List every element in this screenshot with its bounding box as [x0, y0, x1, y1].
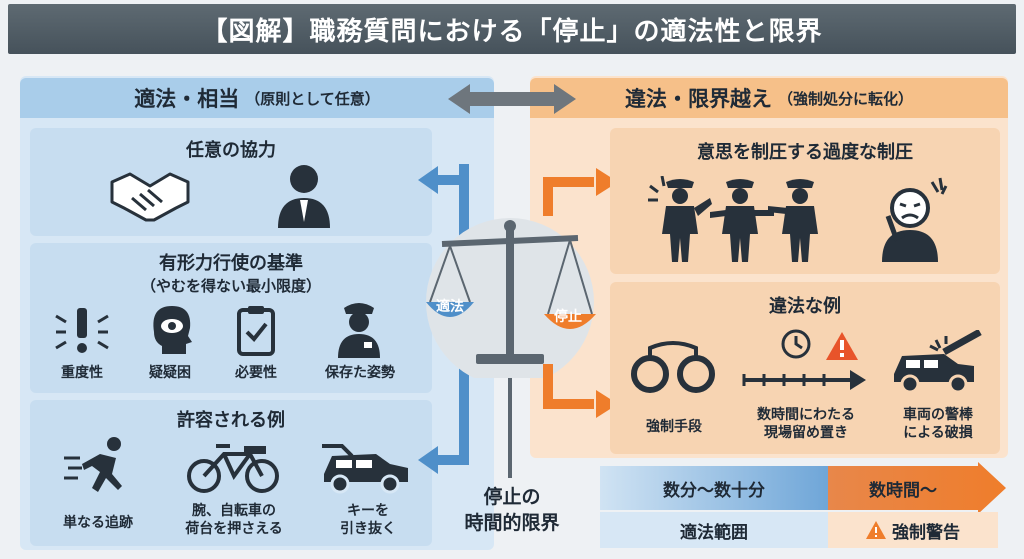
exclamation-icon	[55, 308, 109, 353]
timeline-legal-range: 適法範囲	[600, 512, 828, 548]
handshake-icon	[110, 172, 190, 222]
time-limit-label: 停止の 時間的限界	[464, 486, 560, 534]
voluntary-box: 任意の協力	[30, 128, 432, 236]
center-divider	[508, 378, 512, 478]
page-title: 【図解】職務質問における「停止」の適法性と限界	[201, 16, 823, 47]
officers-restraining-icon	[648, 176, 818, 262]
criterion-stance: 保存た姿勢	[325, 365, 395, 381]
excessive-force-title: 意思を制圧する過度な制圧	[697, 142, 913, 163]
double-arrow-icon	[448, 84, 576, 114]
title-bar: 【図解】職務質問における「停止」の適法性と限界	[8, 4, 1016, 54]
clipboard-check-icon	[237, 306, 275, 356]
running-person-icon	[64, 437, 122, 492]
timeline-illegal-segment: 数時間〜	[828, 466, 978, 510]
illegal-example-detention: 数時間にわたる 現場留め置き	[757, 407, 855, 441]
illegal-example-force: 強制手段	[646, 419, 702, 435]
person-icon	[278, 165, 330, 228]
legal-header: 適法・相当 （原則として任意）	[20, 78, 494, 118]
handcuffs-icon	[631, 341, 715, 393]
illegal-header-text: 違法・限界越え	[624, 87, 772, 111]
force-subtitle: （やむを得ない最小限度）	[140, 277, 321, 295]
voluntary-title: 任意の協力	[186, 140, 276, 161]
force-title: 有形力行使の基準	[159, 253, 303, 274]
damaged-car-icon	[894, 330, 982, 394]
warning-icon	[866, 521, 886, 539]
timeline-illegal-duration: 数時間〜	[869, 480, 937, 501]
example-pull-key: キーを 引き抜く	[340, 503, 396, 537]
scale-of-justice-icon	[426, 218, 596, 378]
example-chase: 単なる追跡	[63, 515, 133, 531]
timeline-warning-label: 強制警告	[892, 522, 960, 543]
criterion-necessity: 必要性	[235, 365, 277, 381]
timeline-legal-segment: 数分〜数十分	[600, 466, 828, 510]
criterion-suspicion: 疑疑困	[149, 365, 191, 381]
scale-right-label: 停止	[554, 309, 582, 325]
illegal-header-note: （強制処分に転化）	[777, 89, 913, 108]
example-hold-bicycle: 腕、自転車の 荷台を押さえる	[185, 503, 283, 537]
legal-header-text: 適法・相当	[134, 87, 240, 111]
car-key-icon	[322, 444, 408, 494]
legal-header-note: （原則として任意）	[245, 89, 380, 108]
orange-arrows	[543, 168, 618, 418]
police-officer-icon	[338, 303, 380, 358]
timeline-illegal-arrow	[828, 462, 1006, 514]
timeline-legal-range-label: 適法範囲	[680, 522, 748, 543]
head-eye-icon	[153, 306, 192, 354]
illegal-header: 違法・限界越え （強制処分に転化）	[530, 78, 1008, 118]
criterion-severity: 重度性	[61, 365, 103, 381]
distressed-person-icon	[882, 177, 948, 262]
bicycle-icon	[187, 444, 279, 493]
clock-timeline-icon	[742, 329, 866, 390]
illegal-examples-title: 違法な例	[769, 296, 841, 317]
allowed-examples-title: 許容される例	[177, 410, 285, 431]
timeline-legal-duration: 数分〜数十分	[663, 480, 765, 501]
illegal-example-damage: 車両の警棒 による破損	[903, 407, 973, 441]
scale-left-label: 適法	[436, 299, 464, 315]
timeline-warning: 強制警告	[828, 512, 998, 548]
